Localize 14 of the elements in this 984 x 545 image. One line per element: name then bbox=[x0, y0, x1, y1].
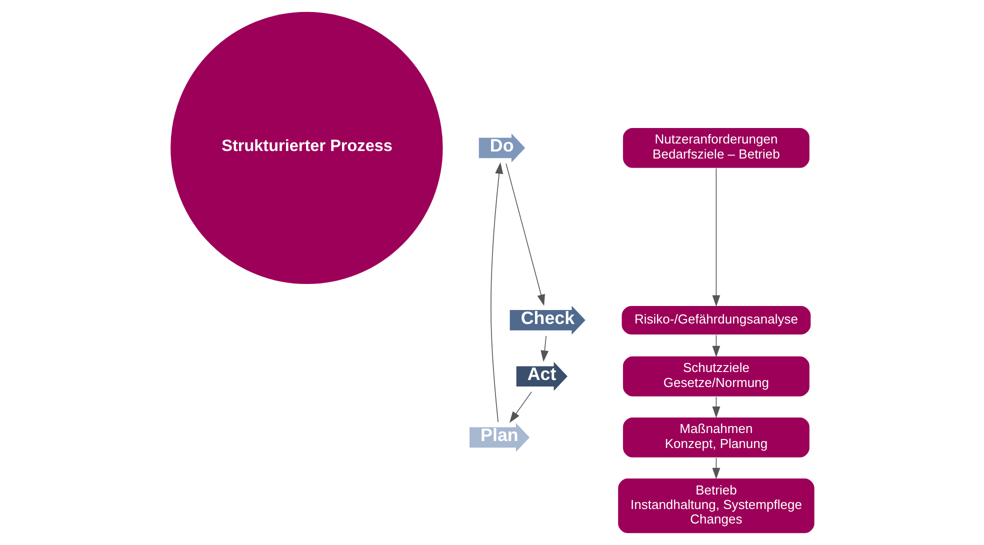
arrow bbox=[505, 163, 544, 306]
node-box: Nutzeranforderungen Bedarfsziele – Betrieb bbox=[622, 127, 810, 169]
node-box: Risiko-/Gefährdungsanalyse bbox=[620, 305, 811, 336]
arrow bbox=[712, 168, 720, 307]
arrow bbox=[712, 334, 720, 358]
node-box: Betrieb Instandhaltung, Systempflege Changes bbox=[616, 478, 815, 534]
arrow bbox=[540, 336, 548, 362]
arrow bbox=[712, 458, 720, 480]
arrow bbox=[490, 162, 503, 422]
node-box: Schutzziele Gesetze/Normung bbox=[622, 356, 810, 398]
arrow bbox=[712, 396, 720, 418]
arrow bbox=[508, 391, 532, 423]
node-circle: Strukturierter Prozess bbox=[169, 11, 444, 285]
node-box: Maßnahmen Konzept, Planung bbox=[622, 416, 810, 458]
